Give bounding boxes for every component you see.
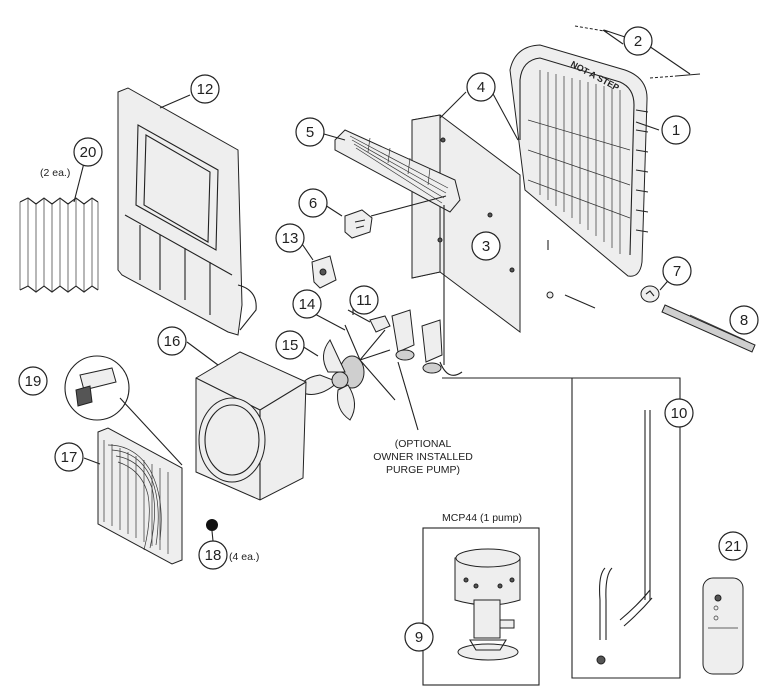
callout-11: 11 (349, 285, 379, 315)
svg-text:4: 4 (477, 79, 485, 96)
purge-pump-note-line1: (OPTIONAL (395, 438, 452, 450)
part-2-screws (574, 25, 701, 79)
svg-text:7: 7 (673, 263, 681, 280)
callout-20: 20 (73, 137, 103, 167)
part-5-top-filter (334, 129, 461, 213)
callout-17: 17 (54, 442, 84, 472)
callout-6: 6 (298, 188, 328, 218)
callout-10: 10 (664, 398, 694, 428)
svg-text:13: 13 (282, 230, 299, 247)
svg-text:6: 6 (309, 195, 317, 212)
svg-text:14: 14 (299, 296, 316, 313)
callout-19: 19 (18, 366, 48, 396)
svg-text:15: 15 (282, 337, 299, 354)
svg-text:8: 8 (740, 312, 748, 329)
leader-lines (73, 29, 691, 542)
callout-4: 4 (466, 72, 496, 102)
svg-text:1: 1 (672, 122, 680, 139)
part-20-pads (19, 197, 99, 293)
callout-13: 13 (275, 223, 305, 253)
callout-7: 7 (662, 256, 692, 286)
part-6-switch (344, 209, 373, 239)
two-each-label: (2 ea.) (40, 167, 70, 179)
svg-text:21: 21 (725, 538, 742, 555)
callout-1: 1 (661, 115, 691, 145)
part-21-remote (702, 577, 744, 675)
svg-text:10: 10 (671, 405, 688, 422)
svg-text:5: 5 (306, 124, 314, 141)
part-16-fan-housing (195, 351, 307, 501)
part-9-mcp44-box (422, 527, 540, 686)
callout-16: 16 (157, 326, 187, 356)
callout-18: 18 (198, 540, 228, 570)
svg-text:20: 20 (80, 144, 97, 161)
pump-assembly (391, 205, 463, 376)
callout-21: 21 (718, 531, 748, 561)
svg-text:18: 18 (205, 547, 222, 564)
part-3-side-panel (411, 114, 521, 333)
callout-2: 2 (623, 26, 653, 56)
part-15-fan-blade (299, 339, 355, 421)
purge-pump-note-line3: PURGE PUMP) (386, 464, 460, 476)
part-12-front-frame (117, 87, 257, 336)
callout-3: 3 (471, 231, 501, 261)
part-misc-pins (546, 240, 596, 309)
callout-9: 9 (404, 622, 434, 652)
part-17-grille (97, 427, 183, 565)
callout-12: 12 (190, 74, 220, 104)
svg-text:19: 19 (25, 373, 42, 390)
callout-15: 15 (275, 330, 305, 360)
part-19-clip-detail (64, 355, 183, 466)
part-18-fastener (206, 519, 218, 531)
svg-text:3: 3 (482, 238, 490, 255)
callout-14: 14 (292, 289, 322, 319)
part-13-bracket (311, 255, 337, 289)
svg-text:12: 12 (197, 81, 214, 98)
svg-text:11: 11 (356, 292, 372, 309)
callout-8: 8 (729, 305, 759, 335)
part-1-cabinet-shell: NOT A STEP (509, 44, 649, 277)
svg-text:2: 2 (634, 33, 642, 50)
callout-5: 5 (295, 117, 325, 147)
part-7-washer (640, 285, 660, 303)
svg-text:9: 9 (415, 629, 423, 646)
part-11-connector (347, 309, 391, 333)
svg-text:16: 16 (164, 333, 181, 350)
four-each-label: (4 ea.) (229, 551, 259, 563)
part-8-rod (661, 304, 756, 353)
mcp44-title: MCP44 (1 pump) (442, 512, 522, 524)
purge-pump-note-line2: OWNER INSTALLED (373, 451, 473, 463)
svg-text:17: 17 (61, 449, 78, 466)
